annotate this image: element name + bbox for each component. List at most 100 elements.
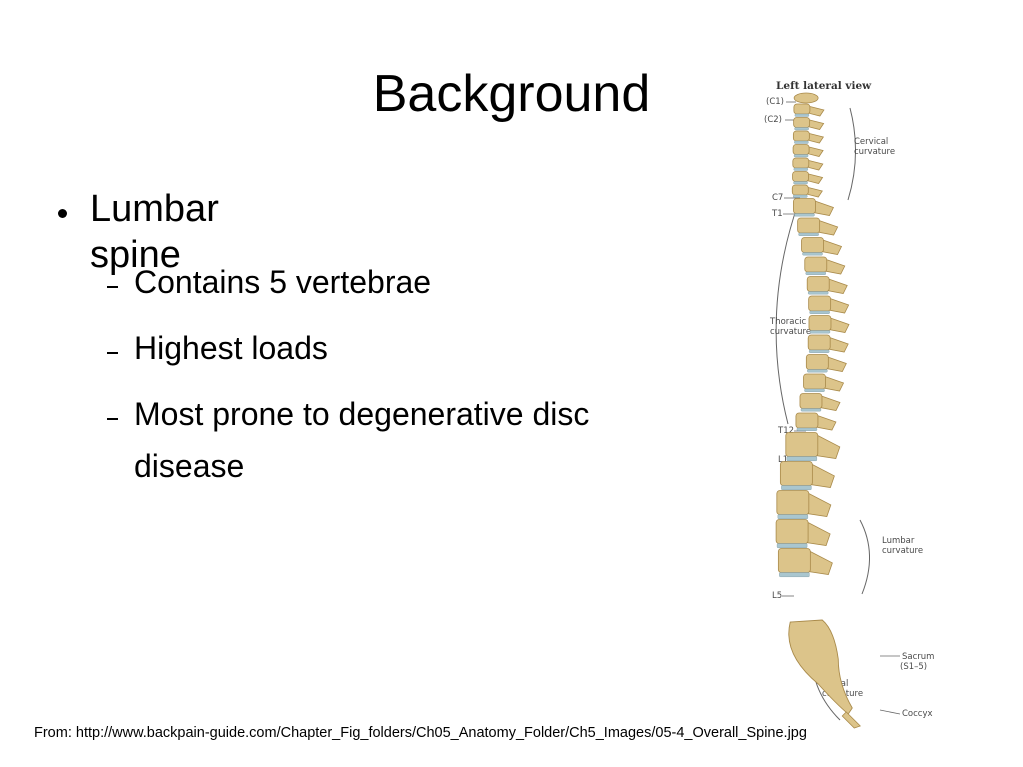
dash-icon [107,352,118,354]
vertebral-body [797,217,821,234]
spinous-process [807,549,833,575]
spinous-process [806,491,832,517]
vertebral-body [775,519,809,544]
lumbar-label-2: curvature [882,546,923,556]
vertebral-body [803,373,826,390]
thoracic-label-2: curvature [770,327,811,337]
vertebral-body [792,157,810,169]
sacrum-label-1: Sacrum [902,652,934,662]
subbullet-text: Contains 5 vertebrae [134,264,432,300]
vertebral-body [792,130,810,142]
intervertebral-disc [794,140,809,144]
vertebral-body [792,171,809,182]
intervertebral-disc [793,154,809,158]
spinous-process [805,520,831,546]
vertebral-body [792,144,810,155]
sacrum-label-2: (S1–5) [900,662,927,672]
spinous-process [806,132,825,144]
figure-heading: Left lateral view [776,80,872,92]
intervertebral-disc [781,485,812,491]
vertebra-label-c1: (C1) [766,97,784,107]
vertebral-body [799,393,823,409]
intervertebral-disc [802,252,823,256]
spinous-process [821,238,843,255]
vertebral-body [808,315,832,331]
sacrum [788,619,853,715]
slide-title: Background [372,65,651,123]
dash-icon [107,286,118,288]
spine-illustration: Left lateral view Cervical curvature Tho… [764,80,934,729]
bullet-text: Lumbar spine [90,188,219,276]
vertebra-label-c2: (C2) [764,115,782,125]
thoracic-bracket [775,203,799,425]
spinous-process [817,219,839,236]
vertebral-body [804,256,828,273]
vertebral-body [807,334,831,351]
coccyx [841,711,861,729]
spinous-process [824,258,846,275]
vertebra-label-l5: L5 [772,591,782,601]
intervertebral-disc [794,213,815,217]
intervertebral-disc [793,181,808,185]
vertebral-body [776,490,810,515]
vertebral-body [795,412,819,429]
intervertebral-disc [794,127,809,131]
subbullet-text: Highest loads [134,330,328,366]
spinous-process [815,433,841,459]
spinous-process [815,414,837,431]
intervertebral-disc [793,194,808,198]
source-citation: From: http://www.backpain-guide.com/Chap… [34,725,807,741]
intervertebral-disc [796,427,818,431]
spinous-process [807,118,825,130]
lumbar-bracket [859,519,871,595]
intervertebral-disc [805,271,826,275]
spinous-process [807,105,825,117]
spinous-process [806,159,824,171]
dash-icon [107,418,118,420]
cervical-label-2: curvature [854,147,895,157]
cervical-bracket [847,107,856,201]
intervertebral-disc [798,232,819,236]
intervertebral-disc [808,349,830,353]
spinous-process [809,462,835,488]
spinous-process [805,186,823,198]
vertebral-body [806,276,830,292]
spinous-process [806,172,824,184]
vertebral-body [777,548,811,573]
thoracic-label-1: Thoracic [769,317,807,327]
intervertebral-disc [804,388,825,392]
subbullet-item: Contains 5 vertebrae [107,256,664,308]
vertebral-body [805,354,829,370]
vertebral-body [779,461,813,486]
intervertebral-disc [794,113,810,117]
vertebral-body [801,237,824,253]
spinous-process [827,336,849,353]
atlas [793,92,819,104]
vertebral-body [793,103,811,115]
spinous-process [813,199,834,216]
spinous-process [819,394,841,411]
subbullet-text: Most prone to degenerative disc disease [134,396,590,484]
vertebral-body [791,184,809,196]
intervertebral-disc [776,543,808,549]
intervertebral-disc [800,408,822,412]
vertebral-body [793,117,811,128]
vertebral-body [785,432,819,457]
intervertebral-disc [777,514,809,520]
vertebra-label-t1: T1 [771,209,783,219]
bullet-item: Lumbar spine [58,186,219,278]
intervertebral-disc [807,369,828,373]
subbullet-item: Highest loads [107,322,664,374]
lumbar-label-1: Lumbar [882,536,915,546]
coccyx-label: Coccyx [902,709,933,719]
intervertebral-disc [809,310,830,314]
intervertebral-disc [809,330,831,334]
spinous-process [828,297,850,314]
spinous-process [828,316,850,333]
vertebra-label-t12: T12 [777,426,794,436]
vertebra-label-l1: L1 [778,455,788,465]
intervertebral-disc [786,456,818,462]
spinous-process [823,375,845,392]
subbullet-item: Most prone to degenerative disc disease [107,388,664,492]
